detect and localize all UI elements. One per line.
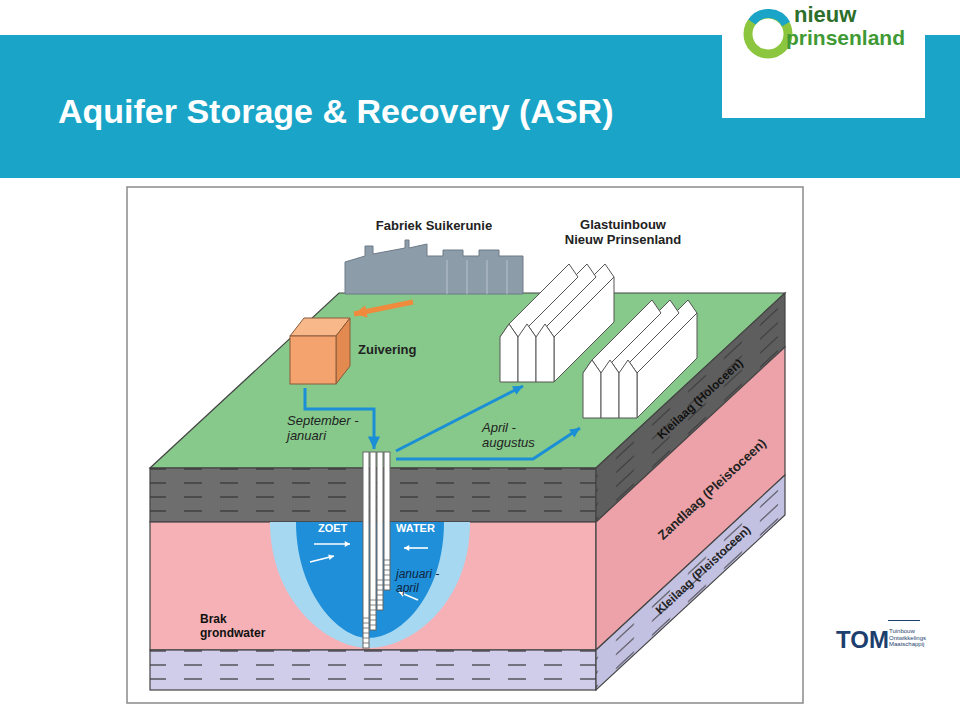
node-text: Zuivering	[358, 342, 417, 357]
factory-shape	[345, 236, 523, 294]
label: Brak grondwater	[200, 612, 274, 641]
arrowhead	[354, 306, 368, 318]
diagram-frame	[127, 187, 803, 703]
edge-label: April - augustus	[482, 421, 544, 451]
edge-label: September - januari	[287, 414, 359, 444]
logo-rule	[888, 620, 920, 621]
label: nieuw	[794, 2, 856, 28]
treatment-box-shape	[290, 318, 350, 384]
factory: Fabriek Suikerunie	[345, 236, 523, 294]
greenhouses-shape	[495, 250, 717, 422]
node-text: Fabriek Suikerunie	[375, 218, 493, 234]
label: Zandlaag (Pleistoceen)	[655, 435, 769, 542]
label: TOM	[836, 626, 889, 654]
flow-arrow	[396, 386, 580, 459]
node-text: ZOET	[318, 522, 347, 534]
label: Tuinbouw Ontwikkelings Maatschappij	[889, 628, 927, 648]
node-text: januari - april	[396, 568, 448, 596]
logo-panel	[722, 0, 925, 118]
logo-icon	[748, 13, 788, 54]
ground-block	[150, 293, 785, 690]
arrowhead	[512, 386, 523, 395]
label: prinsenland	[786, 26, 905, 50]
node-text: WATER	[396, 522, 435, 534]
arrowhead	[569, 428, 580, 437]
flow-arrow	[354, 302, 413, 317]
greenhouses: Glastuinbouw Nieuw Prinsenland	[495, 250, 717, 422]
treatment-box: Zuivering	[290, 318, 350, 384]
label: Kleilaag (Holoceen)	[654, 356, 745, 442]
arrowhead	[368, 436, 380, 449]
node-text: Glastuinbouw Nieuw Prinsenland	[561, 217, 685, 248]
fresh-water-bubble: ZOET WATER januari - april	[268, 452, 473, 648]
slide-title: Aquifer Storage & Recovery (ASR)	[58, 92, 613, 131]
fresh-water-bubble-shape	[268, 452, 473, 648]
